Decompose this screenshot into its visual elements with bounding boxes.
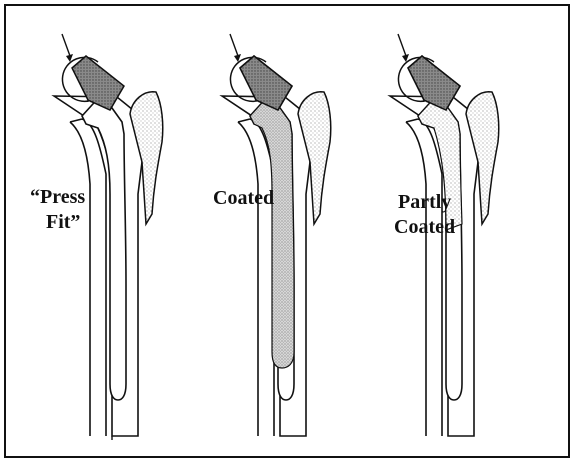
label-coated: Coated <box>213 186 274 211</box>
label-press-fit: “Press Fit” <box>30 185 85 235</box>
press-fit-implant <box>54 34 163 436</box>
coated-implant <box>222 34 331 436</box>
label-partly-coated: Partly Coated <box>394 190 455 240</box>
